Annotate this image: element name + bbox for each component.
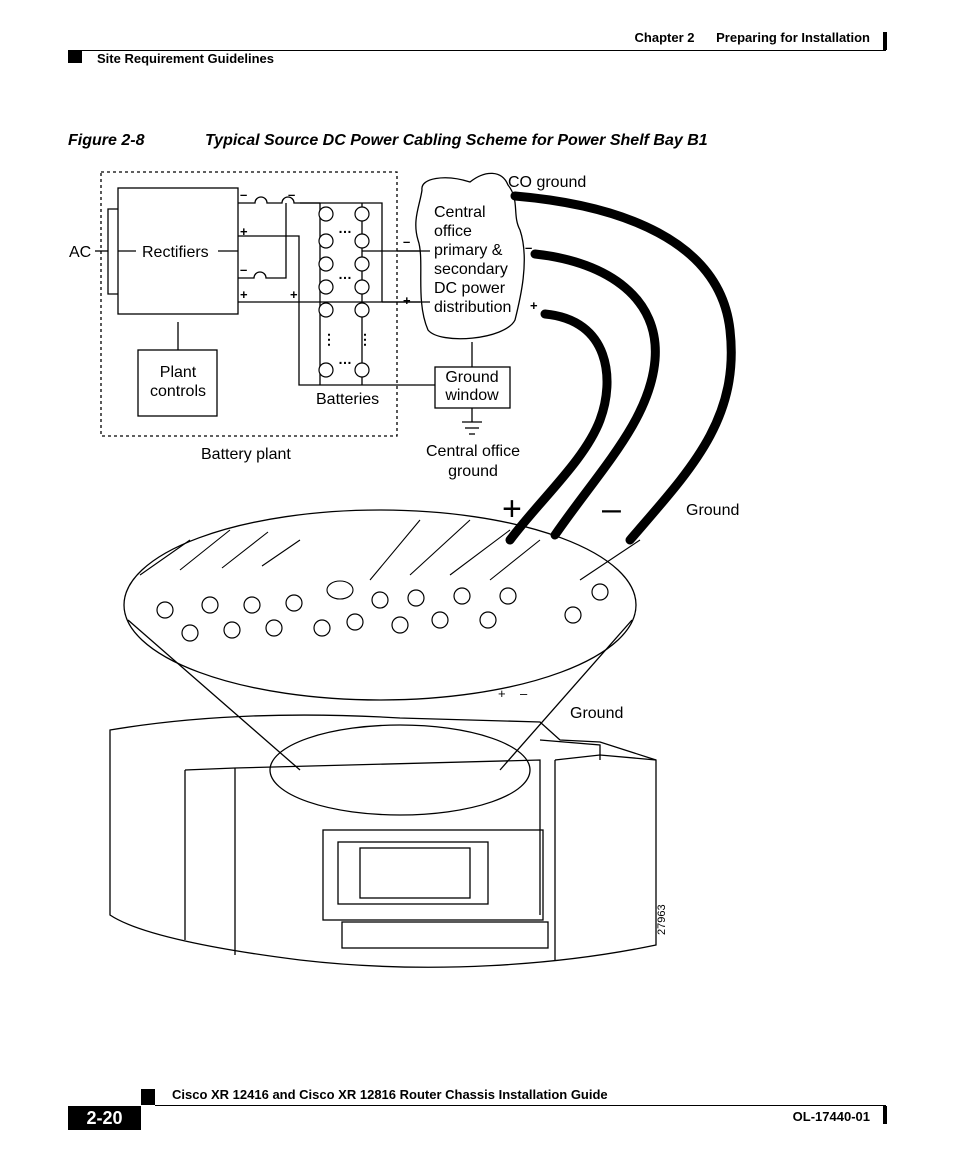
minus-sign: – xyxy=(288,187,295,202)
terminal-lugs xyxy=(156,583,609,642)
svg-text:⋮: ⋮ xyxy=(322,331,336,347)
plus-sign: + xyxy=(403,293,411,308)
svg-text:…: … xyxy=(338,220,352,236)
fuse-wire-top xyxy=(238,196,320,204)
svg-text:…: … xyxy=(338,351,352,367)
section-title: Site Requirement Guidelines xyxy=(97,51,274,66)
magnified-area-ellipse xyxy=(269,724,531,816)
figure-caption: Figure 2-8 Typical Source DC Power Cabli… xyxy=(68,132,708,150)
figure-number: Figure 2-8 xyxy=(68,132,145,149)
plant-controls-label: Plant xyxy=(160,364,197,381)
plus-sign: + xyxy=(240,287,248,302)
big-plus-sign: + xyxy=(502,490,522,528)
central-office-cloud xyxy=(415,172,525,340)
minus-sign: – xyxy=(403,234,410,249)
lug-cables xyxy=(139,519,641,600)
central-office-ground-label: ground xyxy=(448,463,498,480)
running-header: Chapter 2 Preparing for Installation xyxy=(617,30,870,45)
minus-sign: – xyxy=(520,686,528,701)
power-cables xyxy=(505,191,736,545)
central-office-label: office xyxy=(434,223,472,240)
ac-label: AC xyxy=(69,244,91,261)
ac-bracket xyxy=(107,208,118,295)
minus-sign: – xyxy=(240,262,247,277)
header-rule xyxy=(68,50,886,51)
chapter-title: Preparing for Installation xyxy=(716,30,870,45)
footer-rule xyxy=(155,1105,886,1106)
central-office-label: secondary xyxy=(434,261,508,278)
battery-cells xyxy=(318,206,370,378)
rectifier-plus-wire-top xyxy=(238,235,435,386)
big-minus-sign: – xyxy=(602,490,621,528)
guide-title: Cisco XR 12416 and Cisco XR 12816 Router… xyxy=(172,1087,608,1102)
co-ground-label: CO ground xyxy=(508,174,586,191)
central-office-label: Central xyxy=(434,204,486,221)
header-block xyxy=(68,51,82,63)
minus-sign: – xyxy=(525,240,532,255)
ground-window-label: Ground xyxy=(445,369,498,386)
plant-controls-label: controls xyxy=(150,383,206,400)
central-office-ground-label: Central office xyxy=(426,443,520,460)
svg-text:⋮: ⋮ xyxy=(358,331,372,347)
magnified-view-ellipse xyxy=(123,509,637,701)
central-office-label: distribution xyxy=(434,299,511,316)
ground-label-lower: Ground xyxy=(570,705,623,722)
page-number: 2-20 xyxy=(68,1106,141,1130)
ground-window-label: window xyxy=(444,387,499,404)
battery-plant-label: Battery plant xyxy=(201,446,291,463)
router-chassis xyxy=(109,714,657,968)
plus-sign: + xyxy=(290,287,298,302)
central-office-label: DC power xyxy=(434,280,506,297)
fuse-wire-bottom xyxy=(238,203,287,279)
art-number: 27963 xyxy=(656,904,668,935)
footer-bar xyxy=(883,1106,887,1124)
rectifiers-label: Rectifiers xyxy=(142,244,209,261)
footer-block xyxy=(141,1089,155,1105)
chapter-number: Chapter 2 xyxy=(634,30,695,45)
svg-text:…: … xyxy=(338,266,352,282)
document-number: OL-17440-01 xyxy=(792,1109,870,1124)
ground-label-upper: Ground xyxy=(686,502,739,519)
battery-plant-outline xyxy=(100,171,398,437)
plus-sign: + xyxy=(530,298,538,313)
batteries-label: Batteries xyxy=(316,391,379,408)
plus-sign: + xyxy=(498,686,506,701)
header-bar xyxy=(883,32,887,50)
central-office-label: primary & xyxy=(434,242,503,259)
plus-sign: + xyxy=(240,224,248,239)
minus-sign: – xyxy=(240,187,247,202)
figure-title: Typical Source DC Power Cabling Scheme f… xyxy=(205,132,708,149)
